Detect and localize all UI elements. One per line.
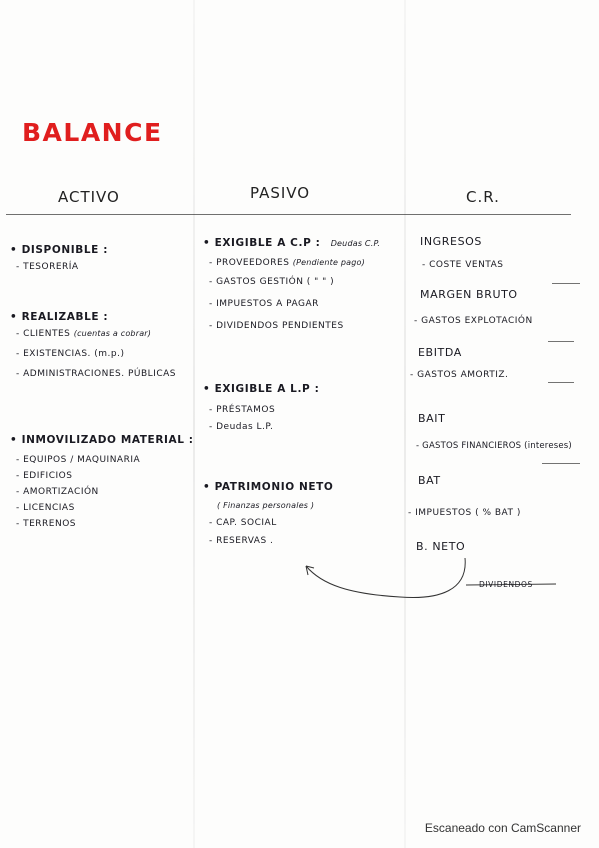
list-item: - PRÉSTAMOS xyxy=(209,405,276,415)
list-item: - LICENCIAS xyxy=(16,503,75,513)
cr-ebitda: EBITDA xyxy=(418,346,462,359)
cr-gastos-financieros: - GASTOS FINANCIEROS (intereses) xyxy=(416,441,572,451)
cr-gastos-explotacion: - GASTOS EXPLOTACIÓN xyxy=(414,316,533,326)
cr-coste-ventas: - COSTE VENTAS xyxy=(422,260,504,270)
fold-line xyxy=(404,0,406,848)
list-item: - CAP. SOCIAL xyxy=(209,518,277,528)
section-title: • DISPONIBLE : xyxy=(10,244,108,256)
cr-divider xyxy=(552,283,580,284)
list-item: - EDIFICIOS xyxy=(16,471,73,481)
section-title: • PATRIMONIO NETO xyxy=(203,481,334,493)
list-item: - ADMINISTRACIONES. PÚBLICAS xyxy=(16,369,176,379)
list-item: - TERRENOS xyxy=(16,519,77,529)
list-item: - PROVEEDORES (Pendiente pago) xyxy=(209,258,380,268)
cr-ingresos: INGRESOS xyxy=(420,235,483,248)
list-item: - GASTOS GESTIÓN ( " " ) xyxy=(209,277,335,287)
cr-b-neto: B. NETO xyxy=(416,540,466,553)
list-item: - RESERVAS . xyxy=(209,536,274,546)
list-item: - EXISTENCIAS. (m.p.) xyxy=(16,349,125,359)
section-patrimonio: • PATRIMONIO NETO ( Finanzas personales … xyxy=(203,481,333,546)
page-title: BALANCE xyxy=(22,118,163,147)
section-title-row: • EXIGIBLE A C.P : Deudas C.P. xyxy=(203,237,380,249)
section-title: • INMOVILIZADO MATERIAL : xyxy=(10,434,194,446)
arrow-branch xyxy=(465,583,557,586)
section-disponible: • DISPONIBLE : - TESORERÍA xyxy=(10,244,108,272)
dividendos-label: DIVIDENDOS xyxy=(479,580,533,589)
list-item: - IMPUESTOS A PAGAR xyxy=(209,299,319,309)
item-note: (Pendiente pago) xyxy=(292,258,365,267)
list-item: - DIVIDENDOS PENDIENTES xyxy=(209,321,344,331)
list-item: - EQUIPOS / MAQUINARIA xyxy=(16,455,141,465)
section-note: ( Finanzas personales ) xyxy=(217,501,315,510)
cr-impuestos: - IMPUESTOS ( % BAT ) xyxy=(408,508,521,518)
section-inmovilizado: • INMOVILIZADO MATERIAL : - EQUIPOS / MA… xyxy=(10,434,194,529)
section-note: Deudas C.P. xyxy=(330,239,381,248)
arrow-head xyxy=(305,565,315,576)
section-title: • EXIGIBLE A L.P : xyxy=(203,383,320,395)
cr-divider xyxy=(548,382,574,383)
section-exigible-cp: • EXIGIBLE A C.P : Deudas C.P. - PROVEED… xyxy=(203,237,380,331)
item-label: - CLIENTES xyxy=(16,329,71,339)
list-item: - Deudas L.P. xyxy=(209,422,274,432)
header-pasivo: PASIVO xyxy=(250,184,311,202)
section-title: • EXIGIBLE A C.P : xyxy=(203,237,321,249)
cr-gastos-amortiz: - GASTOS AMORTIZ. xyxy=(410,370,509,380)
section-title: • REALIZABLE : xyxy=(10,311,109,323)
scanner-watermark: Escaneado con CamScanner xyxy=(424,821,581,835)
cr-divider xyxy=(548,341,574,342)
cr-bait: BAIT xyxy=(418,412,446,425)
cr-divider xyxy=(542,463,580,464)
item-note: (cuentas a cobrar) xyxy=(73,329,152,338)
list-item: - CLIENTES (cuentas a cobrar) xyxy=(16,329,176,339)
list-item: - TESORERÍA xyxy=(16,262,79,272)
list-item: - AMORTIZACIÓN xyxy=(16,487,99,497)
header-rule xyxy=(6,214,571,215)
cr-margen-bruto: MARGEN BRUTO xyxy=(420,288,518,301)
arrow-curve xyxy=(305,557,466,598)
cr-bat: BAT xyxy=(418,474,441,487)
item-label: - PROVEEDORES xyxy=(209,258,290,268)
section-realizable: • REALIZABLE : - CLIENTES (cuentas a cob… xyxy=(10,311,176,379)
section-exigible-lp: • EXIGIBLE A L.P : - PRÉSTAMOS - Deudas … xyxy=(203,383,319,432)
header-activo: ACTIVO xyxy=(58,188,120,206)
header-cr: C.R. xyxy=(466,188,500,206)
fold-line xyxy=(193,0,195,848)
